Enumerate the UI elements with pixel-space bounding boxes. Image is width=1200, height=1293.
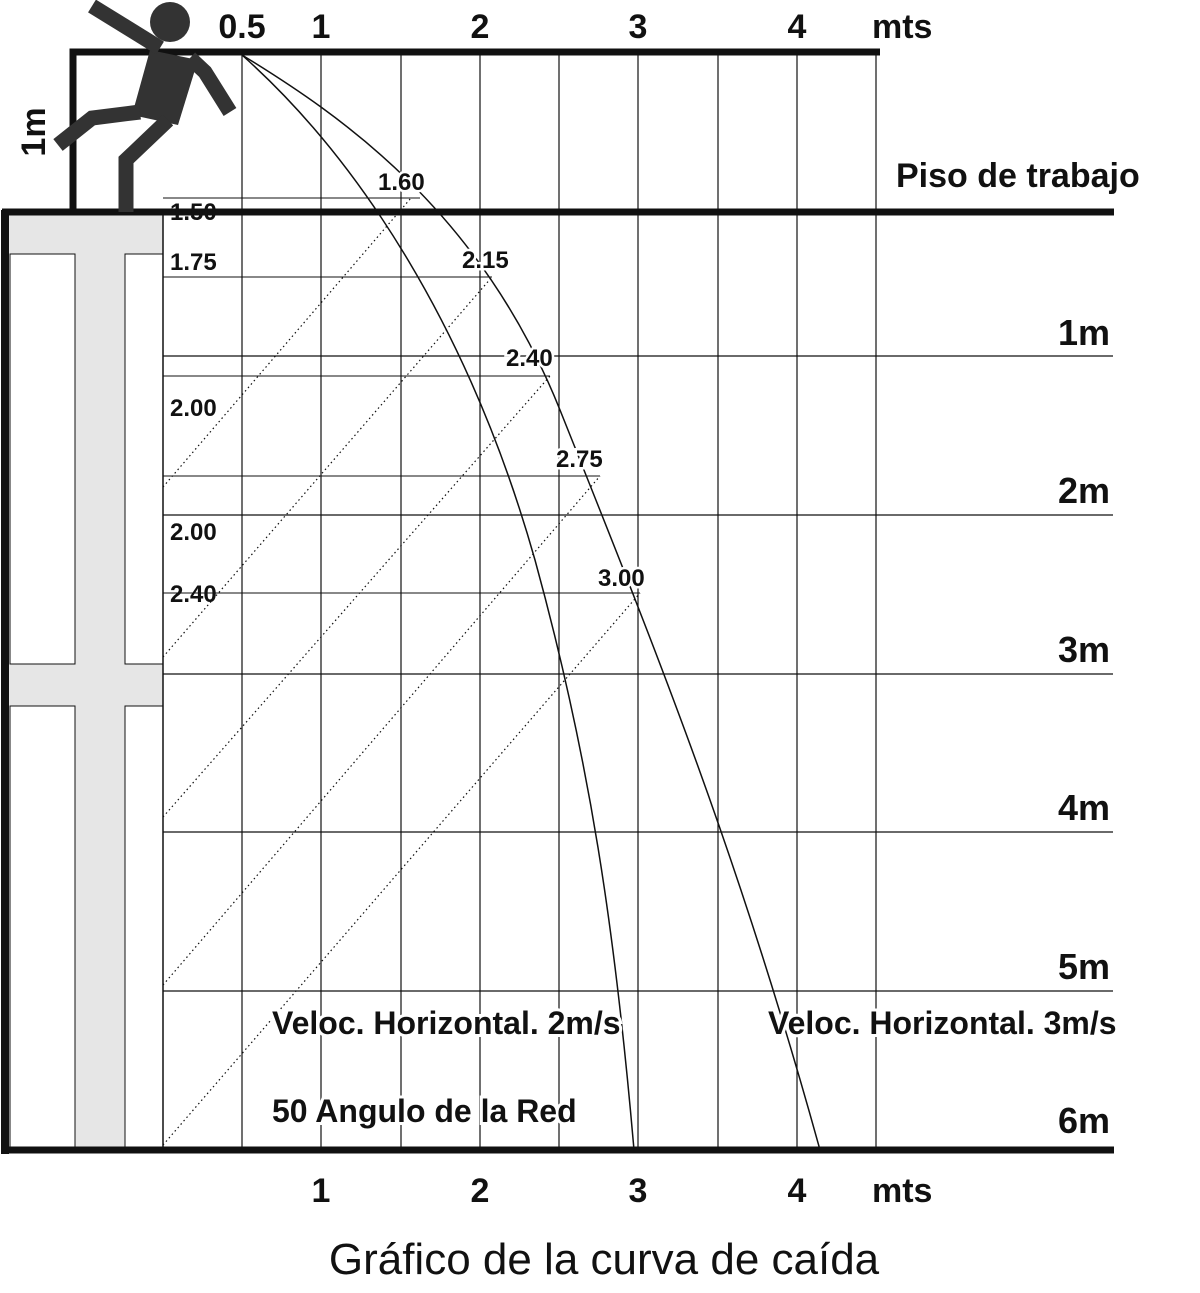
- depth-label: 6m: [1058, 1100, 1110, 1141]
- net-angle-label: 50 Angulo de la Red: [272, 1093, 577, 1129]
- top-axis: 0.5 1 2 3 4 mts: [218, 8, 932, 46]
- net-angle-lines: [162, 197, 641, 1146]
- left-values: 1.50 1.75 2.00 2.00 2.40: [170, 199, 217, 608]
- depth-label: 2m: [1058, 470, 1110, 511]
- depth-label: 3m: [1058, 629, 1110, 670]
- floor-label: Piso de trabajo: [896, 157, 1140, 195]
- depth-label: 5m: [1058, 946, 1110, 987]
- top-tick-label: 1: [312, 8, 331, 46]
- bottom-axis: 1 2 3 4 mts: [312, 1172, 933, 1210]
- top-axis-unit: mts: [872, 8, 932, 46]
- top-tick-label: 2: [471, 8, 490, 46]
- depth-label: 1m: [1058, 312, 1110, 353]
- curve-value-label: 1.60: [378, 169, 425, 196]
- curve-2ms-label: Veloc. Horizontal. 2m/s: [272, 1005, 621, 1041]
- diagram-title: Gráfico de la curva de caída: [329, 1235, 880, 1284]
- left-value-label: 2.40: [170, 581, 217, 608]
- railing-height-label: 1m: [15, 107, 53, 156]
- grid: [163, 52, 1113, 1150]
- depth-labels: 1m 2m 3m 4m 5m 6m: [1058, 312, 1110, 1141]
- curve-2ms: [241, 54, 635, 1151]
- curve-value-label: 2.75: [556, 446, 603, 473]
- left-value-label: 1.50: [170, 199, 217, 226]
- building-structure: [1, 210, 164, 1154]
- net-reference-lines: [163, 197, 640, 594]
- curve-value-label: 2.40: [506, 345, 553, 372]
- curve-3ms: [241, 54, 821, 1151]
- curve-values: 1.60 2.15 2.40 2.75 3.00: [376, 167, 648, 595]
- structure-lines: [2, 48, 1114, 1154]
- top-tick-label: 0.5: [218, 8, 265, 46]
- bottom-tick-label: 4: [788, 1172, 807, 1210]
- bottom-tick-label: 2: [471, 1172, 490, 1210]
- top-tick-label: 3: [629, 8, 648, 46]
- left-value-label: 1.75: [170, 249, 217, 276]
- left-value-label: 2.00: [170, 519, 217, 546]
- bottom-tick-label: 1: [312, 1172, 331, 1210]
- curve-3ms-label: Veloc. Horizontal. 3m/s: [768, 1005, 1117, 1041]
- depth-label: 4m: [1058, 787, 1110, 828]
- bottom-axis-unit: mts: [872, 1172, 932, 1210]
- curve-value-label: 3.00: [598, 565, 645, 592]
- curve-value-label: 2.15: [462, 247, 509, 274]
- railing: [69, 48, 880, 212]
- bottom-tick-label: 3: [629, 1172, 648, 1210]
- fall-curves: [241, 54, 821, 1151]
- left-value-label: 2.00: [170, 395, 217, 422]
- falling-worker-icon: [53, 0, 237, 212]
- top-tick-label: 4: [788, 8, 807, 46]
